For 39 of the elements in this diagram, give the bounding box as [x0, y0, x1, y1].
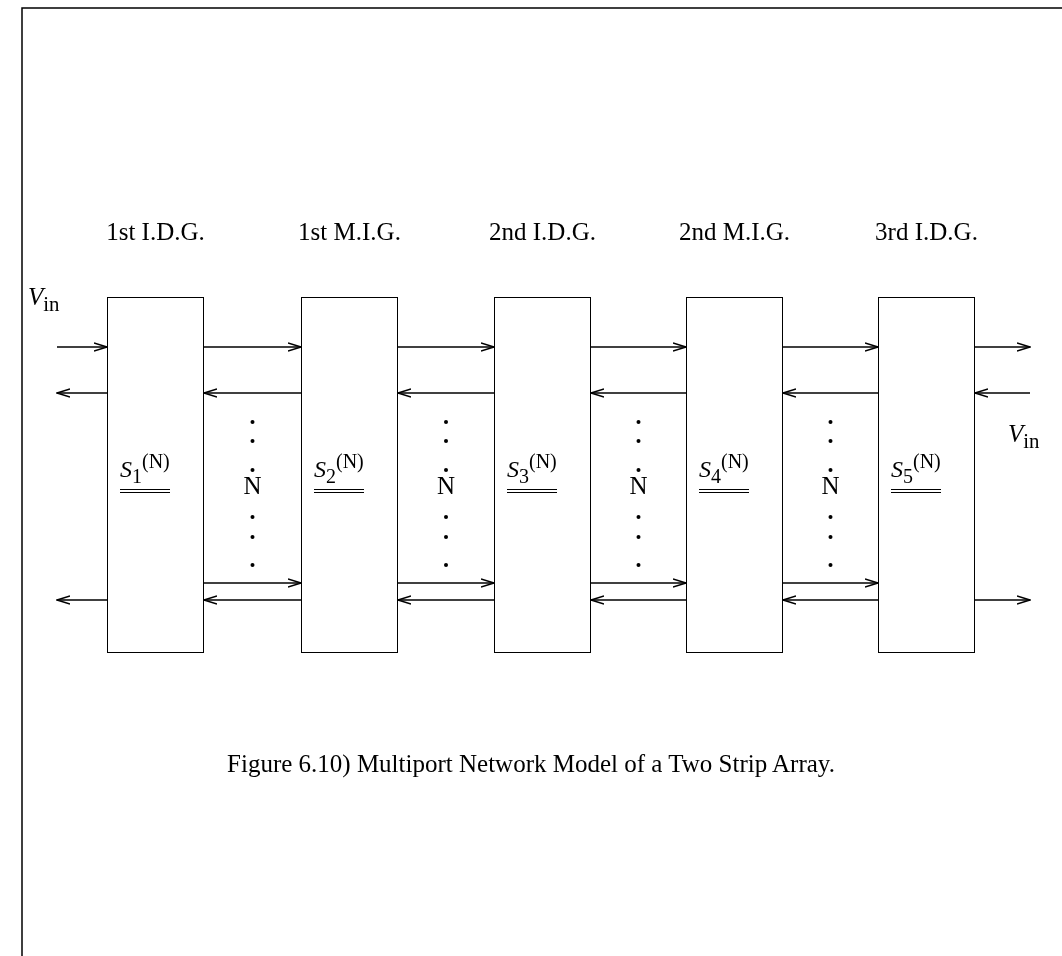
arrow	[590, 388, 687, 398]
arrow	[782, 342, 879, 352]
arrow	[56, 388, 108, 398]
arrow	[782, 578, 879, 588]
arrow	[397, 578, 495, 588]
arrow	[203, 388, 302, 398]
arrow	[782, 595, 879, 605]
signal-label: V$_{in}$	[28, 283, 60, 317]
arrow	[203, 342, 302, 352]
column-heading: 2nd M.I.G.	[678, 218, 791, 246]
port-count-label: N	[437, 472, 456, 500]
port-count-label: N	[821, 472, 840, 500]
arrow	[590, 595, 687, 605]
port-count-label: N	[629, 472, 648, 500]
scattering-matrix-box	[878, 297, 975, 653]
arrow	[590, 342, 687, 352]
arrow	[56, 595, 108, 605]
scattering-matrix-box	[107, 297, 204, 653]
arrow	[590, 578, 687, 588]
column-heading: 2nd I.D.G.	[489, 218, 596, 246]
arrow	[56, 342, 108, 352]
column-heading: 1st I.D.G.	[106, 218, 205, 246]
scattering-matrix-box	[494, 297, 591, 653]
arrow	[397, 342, 495, 352]
arrow	[397, 388, 495, 398]
scattering-matrix-box	[686, 297, 783, 653]
arrow	[974, 595, 1031, 605]
arrow	[203, 578, 302, 588]
arrow	[782, 388, 879, 398]
column-heading: 1st M.I.G.	[298, 218, 401, 246]
arrow	[203, 595, 302, 605]
arrow	[974, 388, 1031, 398]
signal-label: V$_{in}$	[1008, 420, 1040, 454]
scattering-matrix-box	[301, 297, 398, 653]
port-count-label: N	[243, 472, 262, 500]
arrow	[397, 595, 495, 605]
column-heading: 3rd I.D.G.	[875, 218, 978, 246]
arrow	[974, 342, 1031, 352]
figure-caption: Figure 6.10) Multiport Network Model of a Two Strip Array.	[227, 750, 835, 778]
